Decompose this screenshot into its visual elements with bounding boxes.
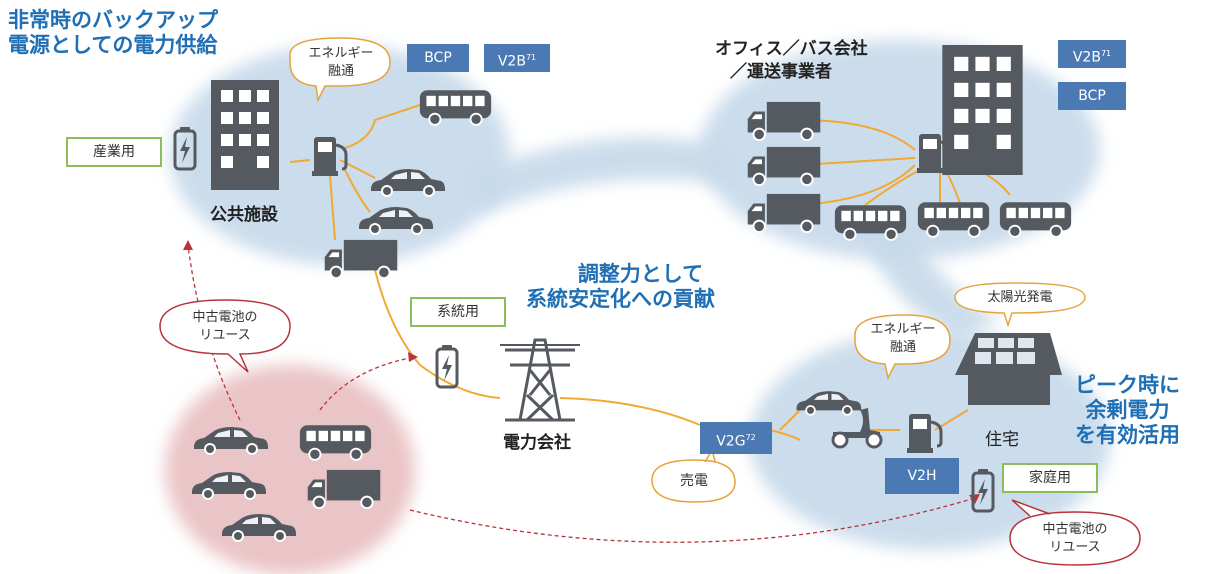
- office-label-line2: ／運送事業者: [730, 62, 832, 82]
- bcp-tag-right: BCP: [1058, 82, 1126, 110]
- office-label: オフィス／バス会社 ／運送事業者: [715, 38, 868, 84]
- public-facility-label: 公共施設: [210, 205, 278, 225]
- reuse-arrows: [187, 244, 976, 543]
- backup-heading: 非常時のバックアップ 電源としての電力供給: [8, 8, 218, 58]
- backup-heading-line1: 非常時のバックアップ: [8, 8, 218, 32]
- v2b-tag-right: V2B71: [1058, 40, 1126, 68]
- office-building-icon: [942, 45, 1023, 175]
- grid-heading: 調整力として 系統安定化への貢献: [526, 262, 715, 312]
- v2h-tag: V2H: [885, 458, 959, 494]
- grid-heading-line2: 系統安定化への貢献: [526, 287, 715, 311]
- solar-bubble: [954, 282, 1086, 328]
- bus-icon: [999, 202, 1072, 238]
- energy-share-bubble-home: [854, 314, 951, 381]
- battery-icon: [435, 345, 459, 389]
- reuse-arrow-to-grid: [319, 357, 411, 411]
- reuse-arrow-to-home: [409, 497, 976, 543]
- peak-heading-line1: ピーク時に: [1075, 373, 1180, 397]
- link-band: [470, 137, 730, 215]
- power-company-label: 電力会社: [503, 433, 571, 453]
- industrial-battery-label: 産業用: [66, 137, 162, 167]
- house-icon: [955, 333, 1062, 405]
- home-battery-label: 家庭用: [1002, 463, 1098, 493]
- backup-heading-line2: 電源としての電力供給: [8, 33, 218, 57]
- reuse-right-text: 中古電池のリユース: [1042, 522, 1108, 555]
- house-label: 住宅: [985, 430, 1019, 450]
- sell-power-text: 売電: [680, 473, 708, 489]
- office-label-line1: オフィス／バス会社: [715, 39, 868, 59]
- energy-share-home-text: エネルギー融通: [870, 322, 936, 355]
- energy-share-top-text: エネルギー融通: [308, 46, 374, 79]
- grid-heading-line1: 調整力として: [577, 262, 704, 286]
- sell-power-bubble: [651, 448, 736, 503]
- reuse-zone: [165, 365, 415, 574]
- scooter-icon: [831, 408, 883, 449]
- arrow-head-grid: [408, 352, 418, 362]
- reuse-bubble-left: [159, 299, 291, 373]
- bcp-tag-top: BCP: [407, 44, 469, 72]
- peak-heading-line3: を有効活用: [1075, 423, 1180, 447]
- peak-heading: ピーク時に 余剰電力 を有効活用: [1075, 373, 1180, 448]
- reuse-arrow-to-industrial: [187, 244, 241, 421]
- reuse-bubble-right: [1009, 499, 1141, 566]
- energy-share-bubble-top: [289, 37, 391, 103]
- public-building-icon: [211, 80, 279, 190]
- v2b-tag-top: V2B71: [484, 44, 550, 72]
- arrow-head-industrial: [183, 240, 193, 250]
- grid-battery-label: 系統用: [410, 297, 506, 327]
- peak-heading-line2: 余剰電力: [1085, 398, 1170, 422]
- v2g-tag: V2G72: [700, 422, 772, 454]
- power-tower-icon: [500, 338, 580, 422]
- reuse-left-text: 中古電池のリユース: [192, 310, 258, 343]
- solar-text: 太陽光発電: [987, 290, 1053, 305]
